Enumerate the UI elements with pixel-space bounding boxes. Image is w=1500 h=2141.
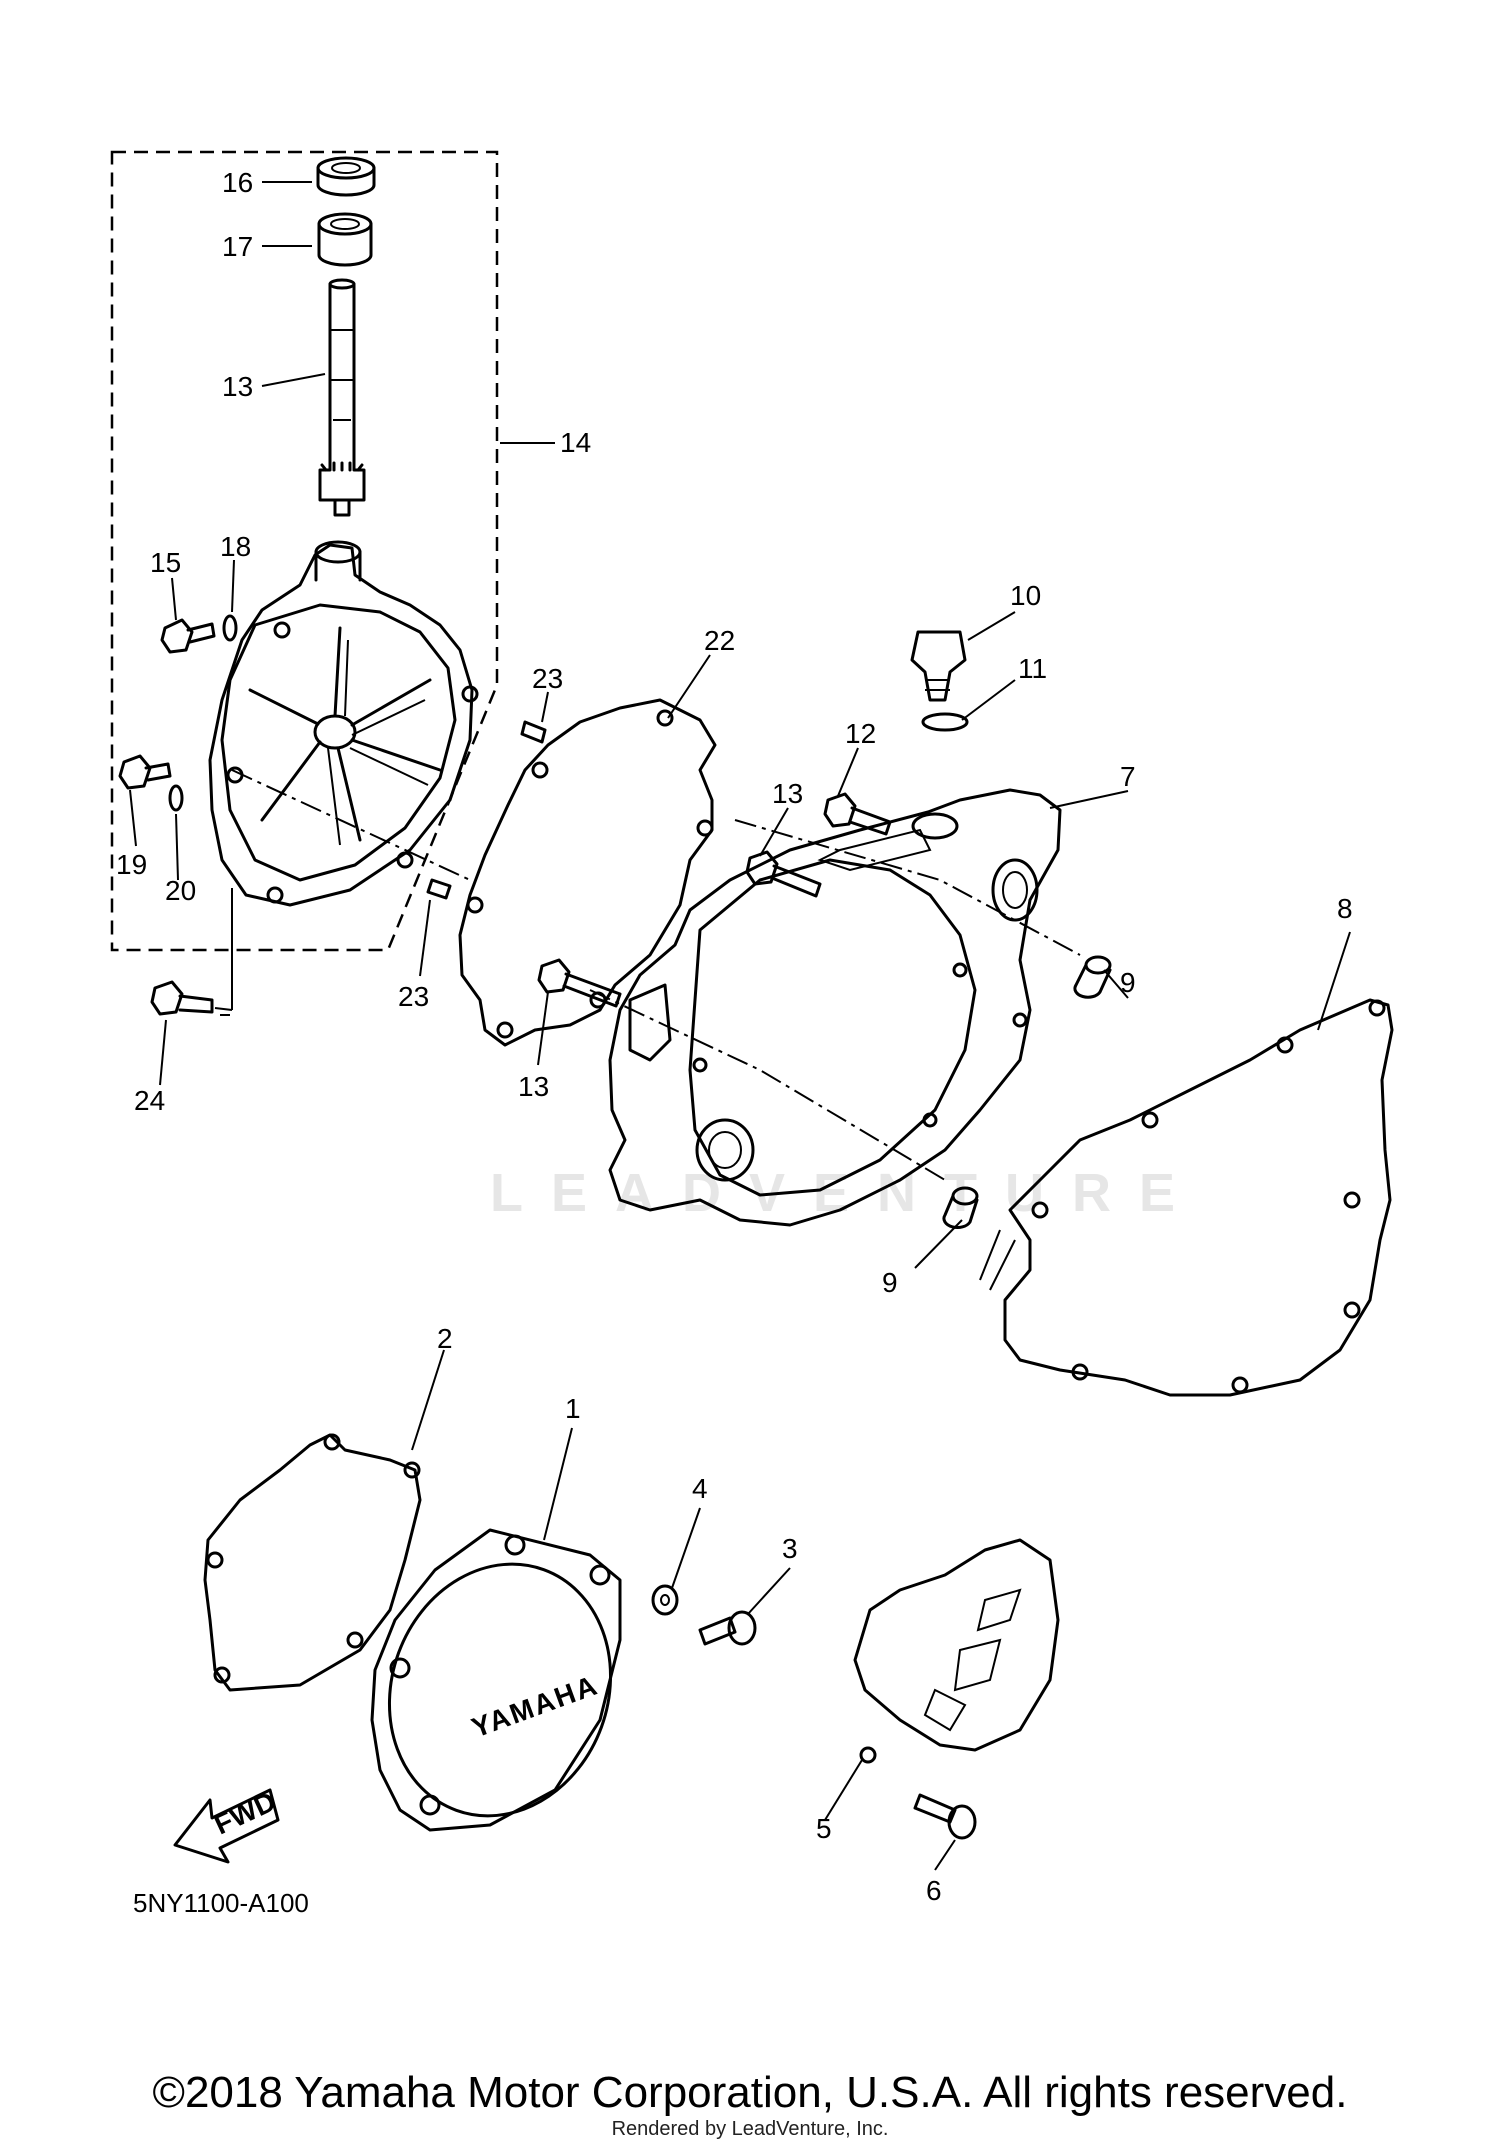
part-10-filler-plug[interactable] xyxy=(910,630,967,702)
part-23-dowel-pin-upper[interactable] xyxy=(520,720,547,744)
part-16-bolt[interactable] xyxy=(160,618,216,654)
fwd-arrow-icon: FWD xyxy=(173,1785,280,1864)
callout-20[interactable]: 19 xyxy=(116,849,147,880)
callout-13-lower[interactable]: 13 xyxy=(518,1071,549,1102)
alignment-line-3 xyxy=(589,989,946,1181)
callout-2[interactable]: 2 xyxy=(437,1323,453,1354)
yamaha-logo: YAMAHA xyxy=(468,1669,603,1743)
part-12-bolt[interactable] xyxy=(823,792,892,836)
diagram-code: 5NY1100-A100 xyxy=(133,1888,309,1918)
callout-5[interactable]: 5 xyxy=(816,1813,832,1844)
callout-10[interactable]: 10 xyxy=(1010,580,1041,611)
part-11-o-ring[interactable] xyxy=(921,712,969,732)
assembly-14-dashed-box xyxy=(110,150,499,952)
part-14-water-pump-housing[interactable] xyxy=(208,540,479,907)
part-6-screw[interactable] xyxy=(913,1793,977,1840)
callout-18[interactable]: 16 xyxy=(222,167,253,198)
copyright-notice: ©2018 Yamaha Motor Corporation, U.S.A. A… xyxy=(152,2068,1348,2117)
callout-19[interactable]: 17 xyxy=(222,231,253,262)
part-20-bolt[interactable] xyxy=(118,754,172,790)
callout-22[interactable]: 22 xyxy=(704,625,735,656)
part-8-crankcase-gasket[interactable] xyxy=(979,998,1394,1397)
part-9-dowel-lower[interactable] xyxy=(942,1186,979,1230)
part-22-gasket[interactable] xyxy=(458,698,717,1047)
part-7-crankcase-cover[interactable] xyxy=(608,788,1062,1227)
fwd-label: FWD xyxy=(209,1785,280,1840)
callout-21[interactable]: 20 xyxy=(165,875,196,906)
alignment-line-2 xyxy=(734,819,1081,956)
leader-lines xyxy=(129,181,1351,1871)
part-9-dowel-upper[interactable] xyxy=(1073,955,1112,999)
callout-3[interactable]: 3 xyxy=(782,1533,798,1564)
callout-6[interactable]: 6 xyxy=(926,1875,942,1906)
callout-1[interactable]: 1 xyxy=(565,1393,581,1424)
part-17-washer[interactable] xyxy=(222,614,238,642)
part-4-washer[interactable] xyxy=(651,1584,679,1616)
callout-9-upper[interactable]: 9 xyxy=(1120,967,1136,998)
part-2-clutch-cover-gasket[interactable] xyxy=(203,1433,422,1692)
part-18-oil-seal[interactable] xyxy=(316,156,376,197)
part-15-impeller-shaft[interactable] xyxy=(318,278,366,517)
callout-12[interactable]: 12 xyxy=(845,718,876,749)
callout-11[interactable]: 11 xyxy=(1018,653,1047,684)
rendered-by-notice: Rendered by LeadVenture, Inc. xyxy=(611,2118,889,2140)
part-5-chain-guide-guard[interactable] xyxy=(853,1538,1060,1764)
part-19-bearing[interactable] xyxy=(317,212,373,267)
callout-8[interactable]: 8 xyxy=(1337,893,1353,924)
callout-23-upper[interactable]: 23 xyxy=(532,663,563,694)
callout-13-upper[interactable]: 13 xyxy=(772,778,803,809)
callout-4[interactable]: 4 xyxy=(692,1473,708,1504)
part-23-dowel-pin-lower[interactable] xyxy=(426,878,452,900)
callout-7[interactable]: 7 xyxy=(1120,761,1136,792)
part-3-screw[interactable] xyxy=(698,1610,757,1646)
callout-17[interactable]: 18 xyxy=(220,531,251,562)
part-24-bolt[interactable] xyxy=(150,980,214,1016)
part-13-bolt-lower[interactable] xyxy=(537,958,622,1008)
callout-16[interactable]: 15 xyxy=(150,547,181,578)
alignment-line-1 xyxy=(231,769,471,881)
impeller-vanes xyxy=(248,626,442,846)
callout-15[interactable]: 13 xyxy=(222,371,253,402)
part-21-washer[interactable] xyxy=(168,784,184,812)
callout-23-lower[interactable]: 23 xyxy=(398,981,429,1012)
callout-24[interactable]: 24 xyxy=(134,1085,165,1116)
callout-14[interactable]: 14 xyxy=(560,427,591,458)
callout-9-lower[interactable]: 9 xyxy=(882,1267,898,1298)
